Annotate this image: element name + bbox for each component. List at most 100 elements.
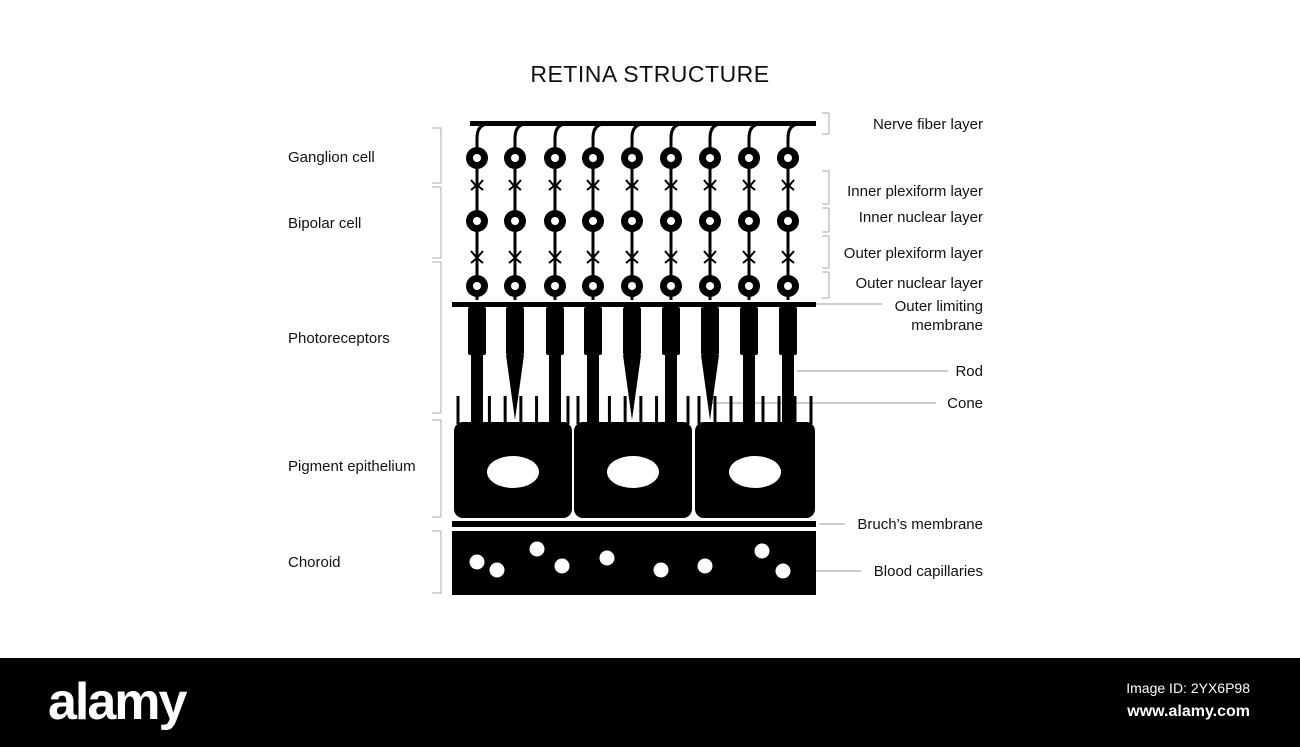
microvillus: [487, 396, 491, 424]
ganglion-axon: [513, 122, 528, 148]
capillary: [469, 554, 485, 570]
ganglion-nucleus: [589, 154, 597, 162]
photoreceptor-nucleus: [745, 282, 753, 290]
outer-plexiform-synapse: [508, 250, 522, 264]
ganglion-axon: [708, 122, 723, 148]
bracket-nerve-fiber: [822, 112, 830, 135]
label-inner-nuclear-layer: Inner nuclear layer: [858, 209, 983, 226]
microvillus: [761, 396, 765, 424]
label-nerve-fiber-layer: Nerve fiber layer: [872, 116, 983, 133]
microvillus: [566, 396, 570, 424]
bipolar-nucleus: [589, 217, 597, 225]
inner-plexiform-synapse: [742, 179, 756, 191]
rod-outer-segment: [782, 352, 794, 422]
photoreceptor-inner-segment: [546, 307, 564, 355]
footer-bar: alamy Image ID: 2YX6P98 www.alamy.com: [0, 658, 1300, 747]
inner-plexiform-synapse: [664, 179, 678, 191]
microvillus: [503, 396, 507, 424]
image-id: Image ID: 2YX6P98: [1126, 680, 1250, 696]
bipolar-nucleus: [628, 217, 636, 225]
capillary: [529, 541, 545, 557]
left-brackets: [432, 127, 442, 594]
bipolar-nucleus: [473, 217, 481, 225]
photoreceptor-inner-segment: [740, 307, 758, 355]
ganglion-axon: [475, 122, 490, 148]
inner-plexiform-synapse: [625, 179, 639, 191]
inner-plexiform-synapse: [548, 179, 562, 191]
inner-plexiform-synapse: [703, 179, 717, 191]
photoreceptor-nucleus: [784, 282, 792, 290]
capillary: [554, 558, 570, 574]
ganglion-axon: [786, 122, 801, 148]
outer-plexiform-synapse: [664, 250, 678, 264]
ganglion-nucleus: [745, 154, 753, 162]
photoreceptor-nucleus: [473, 282, 481, 290]
rod-outer-segment: [587, 352, 599, 422]
outer-plexiform-synapse: [703, 250, 717, 264]
outer-plexiform-synapse: [625, 250, 639, 264]
bipolar-nucleus: [511, 217, 519, 225]
label-outer-plexiform-layer: Outer plexiform layer: [843, 245, 983, 262]
ganglion-axon: [591, 122, 606, 148]
label-outer-limiting-line2: membrane: [911, 317, 983, 334]
inner-plexiform-synapse: [470, 179, 484, 191]
label-ganglion-cell: Ganglion cell: [288, 149, 375, 166]
outer-plexiform-synapse: [548, 250, 562, 264]
cell-column: [582, 122, 606, 422]
photoreceptor-nucleus: [628, 282, 636, 290]
label-cone: Cone: [947, 395, 983, 412]
ganglion-nucleus: [628, 154, 636, 162]
cell-column: [544, 122, 568, 422]
cone-outer-segment: [506, 355, 524, 420]
site-url: www.alamy.com: [1127, 703, 1250, 720]
microvillus: [472, 396, 476, 424]
right-brackets: [822, 112, 830, 299]
ganglion-axon: [747, 122, 762, 148]
photoreceptor-nucleus: [667, 282, 675, 290]
microvillus: [713, 396, 717, 424]
ganglion-nucleus: [473, 154, 481, 162]
microvillus: [745, 396, 749, 424]
bracket-photoreceptors: [432, 261, 442, 414]
outer-limiting-membrane: [452, 302, 816, 307]
microvillus: [655, 396, 659, 424]
microvillus: [639, 396, 643, 424]
microvillus: [607, 396, 611, 424]
outer-plexiform-synapse: [470, 250, 484, 264]
label-photoreceptors: Photoreceptors: [288, 330, 390, 347]
cell-column: [621, 122, 645, 420]
label-choroid: Choroid: [288, 554, 341, 571]
label-outer-nuclear-layer: Outer nuclear layer: [855, 275, 983, 292]
outer-plexiform-synapse: [781, 250, 795, 264]
cone-outer-segment: [701, 355, 719, 420]
label-bipolar-cell: Bipolar cell: [288, 215, 362, 232]
microvillus: [576, 396, 580, 424]
cell-column: [738, 122, 762, 422]
photoreceptor-inner-segment: [662, 307, 680, 355]
microvillus: [592, 396, 596, 424]
capillary: [775, 563, 791, 579]
label-blood-capillaries: Blood capillaries: [873, 563, 983, 580]
microvillus: [623, 396, 627, 424]
capillary: [599, 550, 615, 566]
epithelium-nucleus: [487, 456, 539, 488]
ganglion-nucleus: [784, 154, 792, 162]
bruchs-membrane: [452, 521, 816, 527]
microvillus: [519, 396, 523, 424]
microvillus: [686, 396, 690, 424]
photoreceptor-nucleus: [589, 282, 597, 290]
bracket-pigment: [432, 419, 442, 518]
epithelium-cell: [574, 396, 692, 518]
bipolar-nucleus: [745, 217, 753, 225]
label-rod: Rod: [955, 363, 983, 380]
microvillus: [697, 396, 701, 424]
photoreceptor-nucleus: [551, 282, 559, 290]
capillary: [653, 562, 669, 578]
photoreceptor-inner-segment: [701, 307, 719, 355]
photoreceptor-inner-segment: [506, 307, 524, 355]
cone-outer-segment: [623, 355, 641, 420]
brand-logo: alamy: [48, 673, 187, 731]
epithelium-nucleus: [729, 456, 781, 488]
